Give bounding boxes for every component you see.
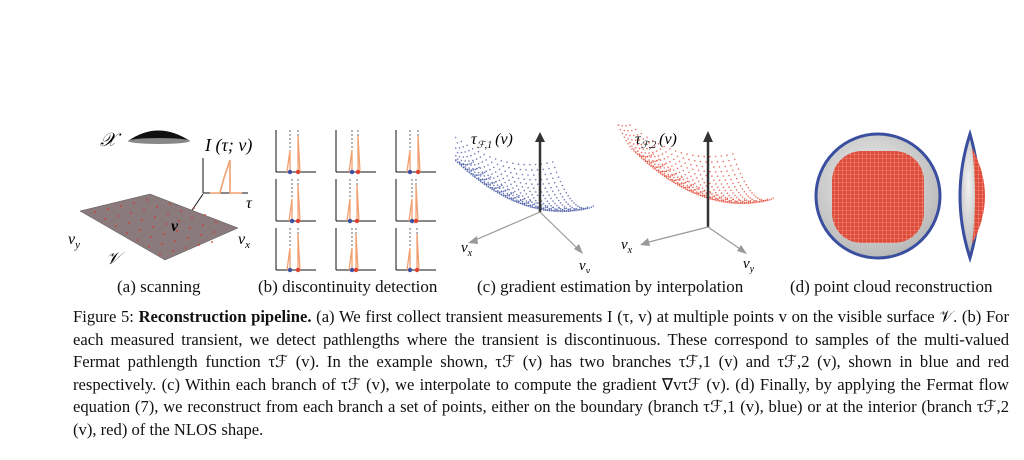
panel-c-branch1-surface: τℱ,1(v) vx vy — [455, 131, 595, 273]
caption-line-4: and τℱ,2 (v), shown in blue and red resp… — [73, 352, 1009, 394]
hidden-object-symbol: 𝒳 — [100, 130, 122, 151]
mini-transient-plot — [275, 128, 316, 175]
caption-title: Reconstruction pipeline. — [138, 307, 312, 326]
axis-x-label: vx — [238, 231, 250, 251]
branch2-axis-label: τℱ,2(v) — [635, 131, 677, 151]
c2-axis-x: vx — [621, 237, 633, 256]
branch1-points — [455, 136, 595, 213]
transient-plot: τ — [202, 158, 253, 212]
caption-line-1: (a) We first collect transient measureme… — [311, 307, 883, 326]
mini-transient-plot — [395, 226, 436, 273]
signal-label: I (τ; v) — [204, 135, 252, 156]
panel-b-discontinuity-grid — [275, 128, 436, 273]
mini-transient-plot — [395, 177, 436, 224]
c1-axis-y: vy — [579, 258, 591, 273]
panel-b-label: (b) discontinuity detection — [258, 277, 438, 296]
panel-d-point-cloud — [814, 128, 985, 264]
panel-a-scanning: 𝒳 I (τ; v) τ v vy vx 𝒱 — [68, 130, 253, 268]
figure-caption: Figure 5: Reconstruction pipeline. (a) W… — [73, 306, 1009, 441]
mini-transient-plot — [335, 226, 376, 273]
mini-transient-plot — [335, 128, 376, 175]
caption-line-6: the boundary (branch τℱ,1 (v), blue) or … — [73, 397, 1009, 439]
mini-transient-plot — [275, 177, 316, 224]
visible-surface-plane — [79, 193, 239, 261]
c2-axis-y: vy — [743, 256, 755, 274]
panel-a-label: (a) scanning — [117, 277, 201, 296]
time-axis-label: τ — [246, 195, 253, 212]
caption-line-3: to samples of the multi-valued Fermat pa… — [73, 329, 1009, 372]
mini-transient-plot — [275, 226, 316, 273]
panel-c-branch2-surface: τℱ,2(v) vx vy — [617, 124, 775, 274]
mini-transient-plot — [395, 128, 436, 175]
panel-d-label: (d) point cloud reconstruction — [790, 277, 993, 296]
front-view-interior — [832, 151, 924, 243]
caption-line-5: ∇vτℱ (v). (d) Finally, by applying the F… — [73, 374, 1010, 417]
mini-transient-plot — [335, 177, 376, 224]
branch2-points — [617, 124, 775, 205]
surface-symbol: 𝒱 — [106, 249, 126, 268]
side-view-interior — [972, 148, 985, 244]
caption-label: Figure 5: — [73, 307, 134, 326]
caption-line-2: surface 𝒱. (b) For each measured transie… — [73, 307, 1009, 349]
hidden-object-shape — [128, 130, 190, 141]
axis-y-label: vy — [68, 231, 80, 251]
point-symbol: v — [171, 218, 179, 235]
c1-axis-x: vx — [461, 240, 473, 259]
panel-c-label: (c) gradient estimation by interpolation — [477, 277, 744, 296]
scan-points — [94, 199, 217, 255]
branch1-axis-label: τℱ,1(v) — [471, 131, 513, 151]
